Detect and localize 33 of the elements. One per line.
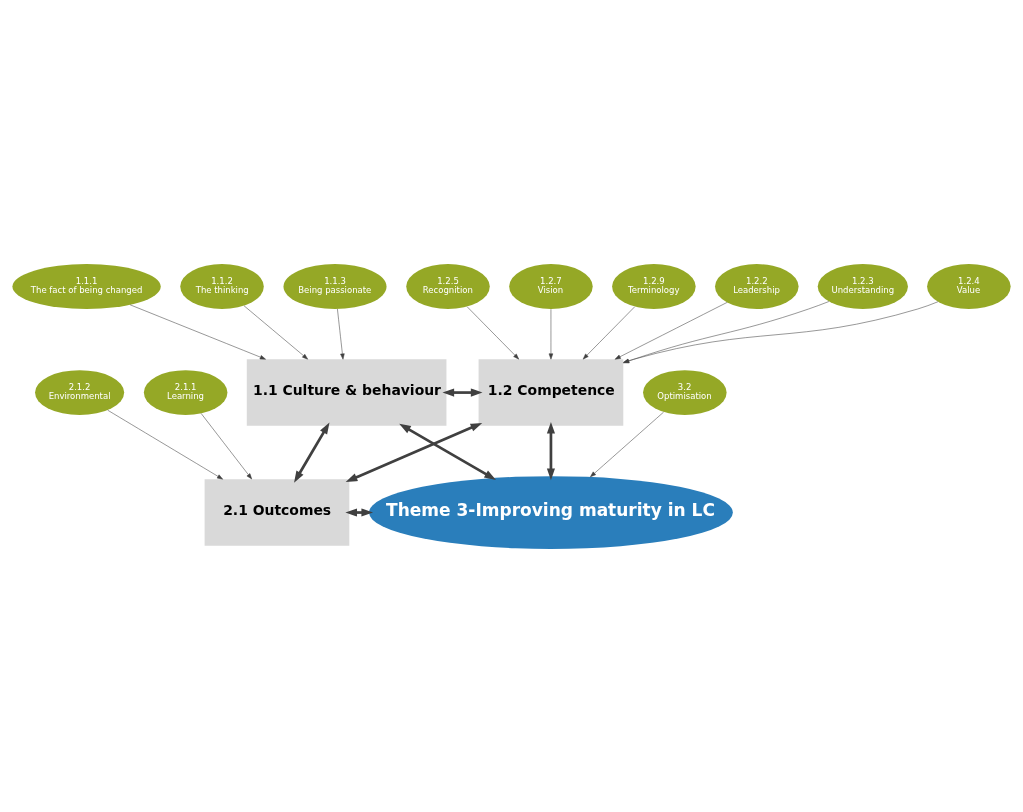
arrow [623,301,939,363]
node-ellipse: 1.2.9 Terminology [612,263,696,309]
node-ellipse: 2.1.1 Learning [143,369,228,415]
node-ellipse: 1.1.2 The thinking [180,263,264,309]
arrow [345,422,483,482]
arrow [243,305,308,359]
node-box: 1.2 Competence [478,358,624,426]
arrow [466,305,520,359]
node-ellipse: 1.2.2 Leadership [715,263,799,309]
arrow [107,409,223,479]
node-ellipse: 3.2 Optimisation [643,369,727,415]
arrow [590,411,664,477]
node-ellipse: 1.1.3 Being passionate [283,263,387,309]
arrow [399,423,496,480]
node-box: 1.1 Culture & behaviour [246,358,447,426]
node-ellipse: 1.2.3 Understanding [817,263,908,309]
arrow [442,388,483,397]
node-ellipse: 1.1.1 The fact of being changed [12,263,161,309]
arrow [623,300,830,363]
node-ellipse: 2.1.2 Environmental [35,369,125,415]
node-ellipse: Theme 3-Improving maturity in LC [369,475,733,549]
node-ellipse: 1.2.7 Vision [509,263,593,309]
arrow [614,301,728,360]
arrow [546,421,556,480]
arrow [294,421,330,483]
arrow [200,412,252,479]
node-box: 2.1 Outcomes [204,478,350,546]
node-ellipse: 1.2.4 Value [927,263,1011,309]
arrow [582,305,636,359]
arrow [129,304,266,359]
arrow [548,308,554,359]
arrow [337,308,345,359]
node-ellipse: 1.2.5 Recognition [406,263,490,309]
